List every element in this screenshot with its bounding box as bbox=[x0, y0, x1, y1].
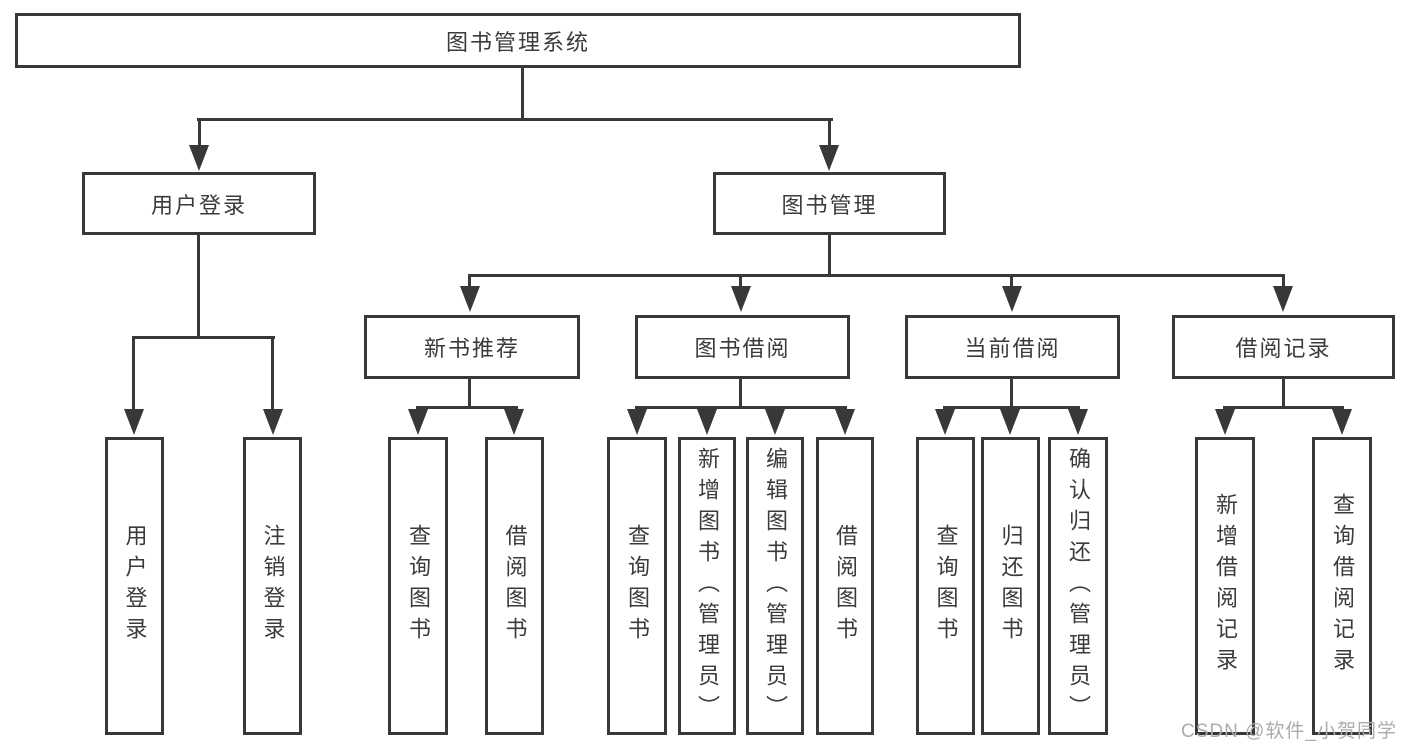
edge-root-split bbox=[197, 118, 833, 121]
node-book-borrowing: 图书借阅 bbox=[635, 315, 850, 379]
leaf-hist-query-record: 查询借阅记录 bbox=[1312, 437, 1372, 735]
edge-to-book-management bbox=[828, 118, 831, 148]
node-current-borrowing: 当前借阅 bbox=[905, 315, 1120, 379]
csdn-watermark: CSDN @软件_小贺同学 bbox=[1181, 721, 1397, 742]
arrow-to-leaf-logout bbox=[263, 409, 283, 435]
edge-to-new-book-recommend bbox=[468, 274, 471, 289]
leaf-cur-return-books: 归还图书 bbox=[981, 437, 1040, 735]
arrow-to-leaf-bor-query-books bbox=[627, 409, 647, 435]
leaf-cur-return-books-label: 归还图书 bbox=[998, 524, 1024, 648]
arrow-to-leaf-rec-borrow-books bbox=[504, 409, 524, 435]
arrow-to-leaf-bor-edit-books bbox=[765, 409, 785, 435]
node-root: 图书管理系统 bbox=[15, 13, 1021, 68]
edge-to-leaf-logout bbox=[271, 336, 274, 412]
leaf-bor-add-books-admin: 新增图书（管理员） bbox=[678, 437, 736, 735]
edge-current-borrowing-split bbox=[943, 406, 1080, 409]
leaf-logout: 注销登录 bbox=[243, 437, 302, 735]
leaf-hist-query-record-label: 查询借阅记录 bbox=[1330, 493, 1355, 679]
node-book-management-label: 图书管理 bbox=[781, 192, 878, 218]
node-borrowing-records: 借阅记录 bbox=[1172, 315, 1395, 379]
leaf-bor-query-books: 查询图书 bbox=[607, 437, 667, 735]
edge-to-book-borrowing bbox=[739, 274, 742, 289]
edge-book-management-split bbox=[468, 274, 1285, 277]
leaf-logout-label: 注销登录 bbox=[260, 524, 286, 648]
edge-book-borrowing-stem bbox=[739, 379, 742, 408]
edge-to-leaf-user-login bbox=[132, 336, 135, 412]
node-new-book-recommend: 新书推荐 bbox=[364, 315, 580, 379]
edge-to-borrowing-records bbox=[1282, 274, 1285, 289]
edge-to-user-login bbox=[198, 118, 201, 148]
edge-borrowing-records-split bbox=[1223, 406, 1344, 409]
arrow-to-leaf-hist-add-record bbox=[1215, 409, 1235, 435]
arrow-to-current-borrowing bbox=[1002, 286, 1022, 312]
arrow-to-book-borrowing bbox=[731, 286, 751, 312]
node-user-login-label: 用户登录 bbox=[150, 192, 247, 218]
edge-user-login-split bbox=[132, 336, 275, 339]
node-current-borrowing-label: 当前借阅 bbox=[964, 336, 1061, 361]
arrow-to-leaf-cur-query-books bbox=[935, 409, 955, 435]
leaf-cur-query-books: 查询图书 bbox=[916, 437, 975, 735]
leaf-bor-query-books-label: 查询图书 bbox=[625, 524, 650, 648]
leaf-rec-query-books-label: 查询图书 bbox=[406, 524, 431, 648]
edge-to-current-borrowing bbox=[1010, 274, 1013, 289]
arrow-to-new-book-recommend bbox=[460, 286, 480, 312]
leaf-bor-borrow-books-label: 借阅图书 bbox=[833, 524, 858, 648]
leaf-rec-query-books: 查询图书 bbox=[388, 437, 448, 735]
arrow-to-leaf-hist-query-record bbox=[1332, 409, 1352, 435]
arrow-to-leaf-bor-borrow-books bbox=[835, 409, 855, 435]
leaf-bor-add-books-admin-label: 新增图书（管理员） bbox=[695, 446, 720, 726]
leaf-bor-edit-books-admin: 编辑图书（管理员） bbox=[746, 437, 804, 735]
edge-user-login-stem bbox=[197, 235, 200, 337]
leaf-user-login-label: 用户登录 bbox=[122, 524, 148, 648]
arrow-to-leaf-bor-add-books bbox=[697, 409, 717, 435]
edge-book-borrowing-split bbox=[635, 406, 847, 409]
edge-new-book-recommend-split bbox=[416, 406, 518, 409]
node-root-label: 图书管理系统 bbox=[445, 29, 590, 55]
leaf-bor-borrow-books: 借阅图书 bbox=[816, 437, 874, 735]
leaf-user-login: 用户登录 bbox=[105, 437, 164, 735]
node-user-login: 用户登录 bbox=[82, 172, 316, 235]
node-borrowing-records-label: 借阅记录 bbox=[1235, 336, 1332, 361]
edge-root-stem bbox=[521, 67, 524, 121]
leaf-hist-add-record-label: 新增借阅记录 bbox=[1213, 493, 1238, 679]
arrow-to-borrowing-records bbox=[1273, 286, 1293, 312]
arrow-to-leaf-user-login bbox=[124, 409, 144, 435]
edge-book-management-stem bbox=[828, 235, 831, 276]
edge-new-book-recommend-stem bbox=[468, 379, 471, 408]
leaf-cur-query-books-label: 查询图书 bbox=[933, 524, 959, 648]
arrow-to-leaf-rec-query-books bbox=[408, 409, 428, 435]
leaf-hist-add-record: 新增借阅记录 bbox=[1195, 437, 1255, 735]
node-new-book-recommend-label: 新书推荐 bbox=[423, 336, 520, 361]
arrow-to-user-login bbox=[189, 145, 209, 171]
edge-current-borrowing-stem bbox=[1010, 379, 1013, 408]
leaf-cur-confirm-return-admin-label: 确认归还（管理员） bbox=[1066, 446, 1091, 726]
arrow-to-leaf-cur-confirm-return bbox=[1068, 409, 1088, 435]
leaf-rec-borrow-books: 借阅图书 bbox=[485, 437, 544, 735]
edge-borrowing-records-stem bbox=[1282, 379, 1285, 408]
leaf-rec-borrow-books-label: 借阅图书 bbox=[502, 524, 528, 648]
leaf-bor-edit-books-admin-label: 编辑图书（管理员） bbox=[763, 446, 788, 726]
arrow-to-leaf-cur-return-books bbox=[1000, 409, 1020, 435]
leaf-cur-confirm-return-admin: 确认归还（管理员） bbox=[1048, 437, 1108, 735]
node-book-borrowing-label: 图书借阅 bbox=[694, 336, 791, 361]
node-book-management: 图书管理 bbox=[713, 172, 946, 235]
arrow-to-book-management bbox=[819, 145, 839, 171]
